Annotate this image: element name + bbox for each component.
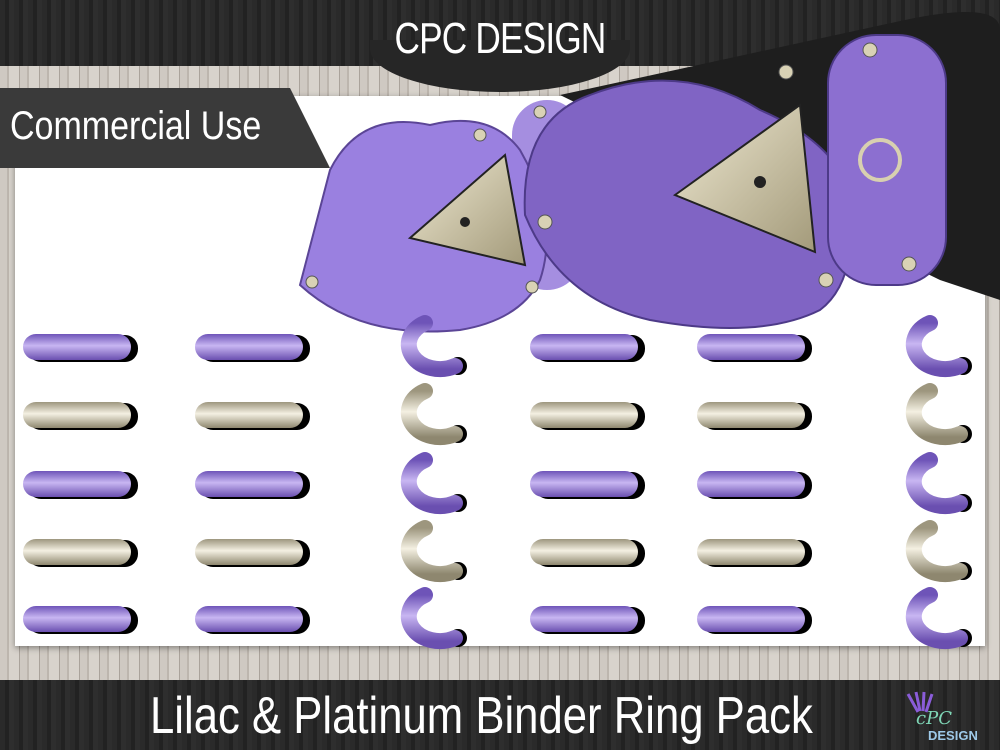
binder-ring-platinum — [530, 402, 638, 428]
svg-text:DESIGN: DESIGN — [928, 728, 978, 743]
binder-ring-curved-platinum — [905, 520, 968, 582]
svg-text:cPC: cPC — [916, 708, 952, 729]
commercial-use-badge: Commercial Use — [0, 88, 330, 168]
binder-ring-curved-platinum — [400, 520, 463, 582]
large-lock-plate — [672, 103, 817, 254]
binder-ring-lilac — [697, 606, 805, 632]
keyhole-icon — [754, 176, 766, 188]
binder-ring-platinum — [697, 539, 805, 565]
badge-label: Commercial Use — [10, 104, 262, 148]
binder-ring-lilac — [697, 334, 805, 360]
binder-ring-lilac — [195, 471, 303, 497]
product-title: Lilac & Platinum Binder Ring Pack — [150, 687, 813, 745]
ring-grid — [23, 315, 972, 649]
binder-ring-curved-lilac — [400, 587, 463, 649]
binder-ring-lilac — [23, 334, 131, 360]
end-tab — [827, 34, 947, 286]
binder-ring-curved-lilac — [905, 315, 968, 377]
binder-ring-platinum — [195, 402, 303, 428]
binder-ring-lilac — [530, 334, 638, 360]
binder-ring-lilac — [530, 606, 638, 632]
binder-ring-platinum — [530, 539, 638, 565]
cpc-design-shop-logo: cPC DESIGN — [906, 691, 978, 743]
binder-ring-platinum — [23, 539, 131, 565]
binder-ring-curved-lilac — [905, 452, 968, 514]
binder-ring-curved-lilac — [400, 315, 463, 377]
binder-ring-lilac — [697, 471, 805, 497]
binder-ring-lilac — [530, 471, 638, 497]
keyhole-icon — [460, 217, 470, 227]
binder-ring-lilac — [23, 471, 131, 497]
binder-ring-curved-platinum — [905, 383, 968, 445]
binder-ring-curved-lilac — [400, 452, 463, 514]
footer-bar: Lilac & Platinum Binder Ring Pack — [0, 680, 1000, 750]
small-lock-plate — [407, 153, 527, 267]
rivets — [305, 42, 917, 294]
binder-ring-curved-lilac — [905, 587, 968, 649]
binder-ring-platinum — [697, 402, 805, 428]
monogram-emblem — [858, 138, 902, 182]
binder-ring-platinum — [23, 402, 131, 428]
binder-ring-platinum — [195, 539, 303, 565]
binder-ring-lilac — [195, 606, 303, 632]
binder-ring-curved-platinum — [400, 383, 463, 445]
brand-title: CPC DESIGN — [394, 14, 606, 63]
binder-ring-lilac — [23, 606, 131, 632]
binder-ring-lilac — [195, 334, 303, 360]
